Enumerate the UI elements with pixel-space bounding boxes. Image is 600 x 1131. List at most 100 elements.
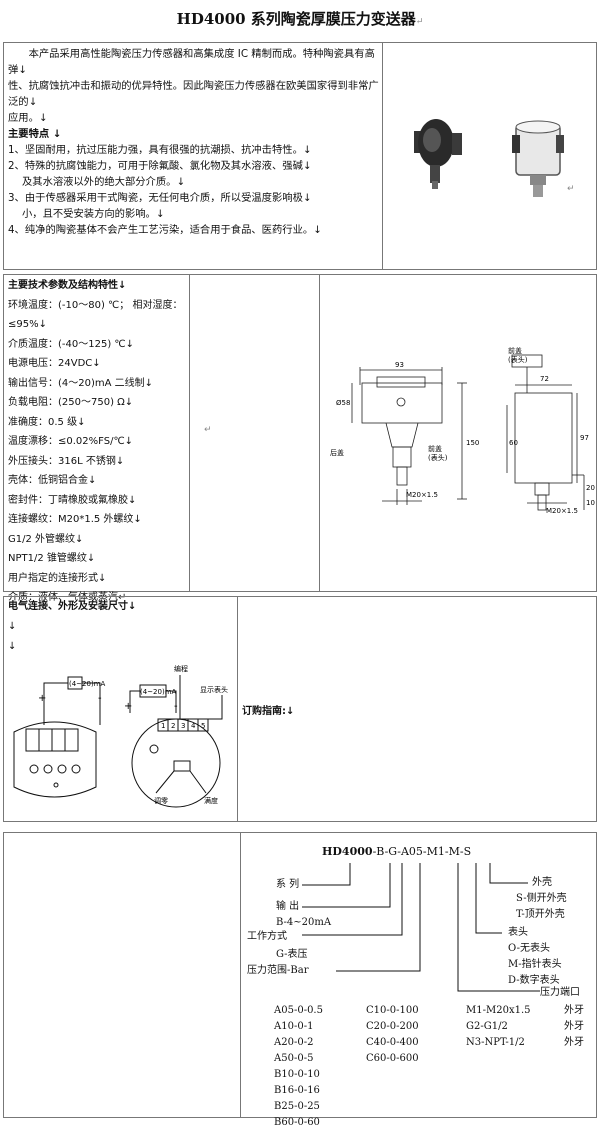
spec-item: 电源电压：24VDC↓ bbox=[8, 358, 101, 369]
label-display-head: 显示表头 bbox=[200, 685, 228, 694]
transmitter-dark-image bbox=[414, 119, 462, 189]
feature-item: 1、坚固耐用，抗过压能力强，具有很强的抗潮损、抗冲击特性。↓ bbox=[8, 144, 312, 156]
spec-item: 环境温度：(-10～80) ℃； 相对湿度：≤95%↓ bbox=[8, 299, 183, 331]
range-column-2: C10-0-100 C20-0-200 C40-0-400 C60-0-600 bbox=[366, 1003, 419, 1067]
code-label-range: 压力范围-Bar bbox=[247, 965, 309, 976]
dim-height-60: 60 bbox=[509, 439, 518, 447]
port-thread-type: 外牙 bbox=[564, 1021, 584, 1032]
dim-height-10: 10 bbox=[586, 499, 595, 507]
range-column-1: A05-0-0.5 A10-0-1 A20-0-2 A50-0-5 B10-0-… bbox=[274, 1003, 323, 1131]
dim-height-20: 20 bbox=[586, 484, 595, 492]
range-option: B10-0-10 bbox=[274, 1069, 320, 1080]
minus-right: - bbox=[174, 701, 178, 712]
spec-item: G1/2 外管螺纹↓ bbox=[8, 533, 84, 545]
range-option: C60-0-600 bbox=[366, 1053, 419, 1064]
current-label-left: (4~20)mA bbox=[69, 680, 106, 688]
model-number: HD4000 bbox=[322, 845, 373, 858]
code-value-shell-side: S-侧开外壳 bbox=[516, 893, 567, 904]
code-label-series: 系 列 bbox=[276, 879, 300, 890]
intro-line: 本产品采用高性能陶瓷压力传感器和高集成度 IC 精制而成。特种陶瓷具有高弹↓ bbox=[8, 48, 375, 76]
dimension-drawing: 93 72 150 97 60 20 10 Ø58 M20×1.5 M20×1.… bbox=[330, 346, 595, 515]
specs-title: 主要技术参数及结构特性↓ bbox=[8, 280, 127, 291]
spec-item: 负载电阻：(250～750) Ω↓ bbox=[8, 397, 134, 408]
label-gauge-head-side: (表头) bbox=[508, 355, 528, 364]
range-option: B60-0-60 bbox=[274, 1117, 320, 1128]
intro-line: 应用。↓ bbox=[8, 112, 48, 124]
dim-thread-front: M20×1.5 bbox=[406, 491, 438, 499]
arrow-mark: ↓ bbox=[8, 621, 17, 632]
port-option: M1-M20x1.5 bbox=[466, 1005, 531, 1016]
electrical-section: 电气连接、外形及安装尺寸↓ ↓ ↓ (4~20)mA (4~20)mA bbox=[3, 596, 597, 822]
intro-section: 本产品采用高性能陶瓷压力传感器和高集成度 IC 精制而成。特种陶瓷具有高弹↓ 性… bbox=[3, 42, 597, 270]
port-thread-type: 外牙 bbox=[564, 1005, 584, 1016]
spec-item: 密封件：丁晴橡胶或氟橡胶↓ bbox=[8, 494, 137, 506]
dim-height-97: 97 bbox=[580, 434, 589, 442]
code-label-shell: 外壳 bbox=[532, 877, 552, 888]
intro-text: 本产品采用高性能陶瓷压力传感器和高集成度 IC 精制而成。特种陶瓷具有高弹↓ 性… bbox=[8, 46, 380, 238]
spec-item: 准确度：0.5 级↓ bbox=[8, 416, 86, 428]
label-back-cover: 后盖 bbox=[330, 448, 344, 457]
spec-item: 连接螺纹：M20*1.5 外螺纹↓ bbox=[8, 514, 142, 525]
dim-width-93: 93 bbox=[395, 361, 404, 369]
mark-text: ↵ bbox=[204, 425, 212, 435]
label-span-adjust: 满度 bbox=[204, 796, 218, 805]
minus-left: - bbox=[98, 693, 102, 704]
spec-item: 介质温度：(-40～125) ℃↓ bbox=[8, 338, 135, 350]
code-label-output: 输 出 bbox=[276, 901, 300, 912]
feature-item: 小，且不受安装方向的影响。↓ bbox=[22, 208, 165, 220]
transmitter-white-image bbox=[512, 120, 564, 197]
range-option: C40-0-400 bbox=[366, 1037, 419, 1048]
code-value-output: B-4~20mA bbox=[276, 917, 332, 928]
terminal-5: 5 bbox=[201, 722, 205, 730]
product-photo: ↵ bbox=[414, 119, 575, 197]
port-column: M1-M20x1.5 G2-G1/2 N3-NPT-1/2 bbox=[466, 1003, 531, 1051]
spec-item: NPT1/2 锥管螺纹↓ bbox=[8, 553, 96, 564]
label-gauge-head: (表头) bbox=[428, 453, 448, 462]
feature-item: 及其水溶液以外的绝大部分介质。↓ bbox=[22, 176, 186, 188]
terminal-2: 2 bbox=[171, 722, 175, 730]
model-code: HD4000-B-G-A05-M1-M-S bbox=[322, 845, 471, 858]
range-option: B25-0-25 bbox=[274, 1101, 320, 1112]
feature-item: 4、纯净的陶瓷基体不会产生工艺污染，适合用于食品、医药行业。↓ bbox=[8, 224, 322, 236]
range-option: A50-0-5 bbox=[274, 1053, 314, 1064]
code-value-head-none: O-无表头 bbox=[508, 943, 550, 954]
plus-right: + bbox=[124, 701, 132, 712]
code-label-port: 压力端口 bbox=[540, 987, 580, 998]
code-value-mode: G-表压 bbox=[276, 949, 308, 960]
spec-item: 外压接头：316L 不锈钢↓ bbox=[8, 455, 125, 467]
code-value-head-pointer: M-指针表头 bbox=[508, 959, 562, 970]
port-option: G2-G1/2 bbox=[466, 1021, 508, 1032]
feature-item: 2、特殊的抗腐蚀能力，可用于除氟酸、氯化物及其水溶液、强碱↓ bbox=[8, 160, 312, 172]
page-title: HD4000 系列陶瓷厚膜压力变送器↵ bbox=[176, 10, 424, 28]
order-guide-title: 订购指南:↓ bbox=[242, 706, 295, 717]
specs-text: 主要技术参数及结构特性↓ 环境温度：(-10～80) ℃； 相对湿度：≤95%↓… bbox=[8, 276, 193, 608]
label-programming: 编程 bbox=[174, 664, 188, 673]
dim-thread-side: M20×1.5 bbox=[546, 507, 578, 515]
terminal-3: 3 bbox=[181, 722, 185, 730]
port-thread-column: 外牙 外牙 外牙 bbox=[564, 1003, 584, 1051]
features-title: 主要特点 ↓ bbox=[8, 128, 62, 140]
range-option: C10-0-100 bbox=[366, 1005, 419, 1016]
range-option: A10-0-1 bbox=[274, 1021, 314, 1032]
range-option: C20-0-200 bbox=[366, 1021, 419, 1032]
range-option: B16-0-16 bbox=[274, 1085, 320, 1096]
code-value-shell-top: T-顶开外壳 bbox=[516, 909, 565, 920]
spec-item: 壳体：低铜铝合金↓ bbox=[8, 475, 97, 486]
code-label-head: 表头 bbox=[508, 927, 528, 938]
mark-text: ↵ bbox=[567, 184, 575, 194]
electrical-title: 电气连接、外形及安装尺寸↓ bbox=[8, 601, 137, 612]
spec-item: 介质：液体、气体或蒸汽↵ bbox=[8, 592, 127, 603]
dim-width-72: 72 bbox=[540, 375, 549, 383]
label-front-cover: 前盖 bbox=[428, 444, 442, 453]
label-zero-adjust: 调零 bbox=[154, 796, 168, 805]
spec-item: 输出信号：(4～20)mA 二线制↓ bbox=[8, 377, 154, 389]
arrow-mark: ↓ bbox=[8, 641, 17, 652]
model-code-lines bbox=[302, 863, 540, 992]
intro-line: 性、抗腐蚀抗冲击和振动的优异特性。因此陶瓷压力传感器在欧美国家得到非常广泛的↓ bbox=[8, 80, 379, 108]
port-option: N3-NPT-1/2 bbox=[466, 1037, 525, 1048]
model-code-section: HD4000-B-G-A05-M1-M-S 系 列 输 出 B-4~20mA 工… bbox=[3, 832, 597, 1128]
spec-item: 用户指定的连接形式↓ bbox=[8, 572, 107, 584]
code-value-head-digital: D-数字表头 bbox=[508, 975, 560, 986]
port-thread-type: 外牙 bbox=[564, 1037, 584, 1048]
terminal-1: 1 bbox=[161, 722, 165, 730]
